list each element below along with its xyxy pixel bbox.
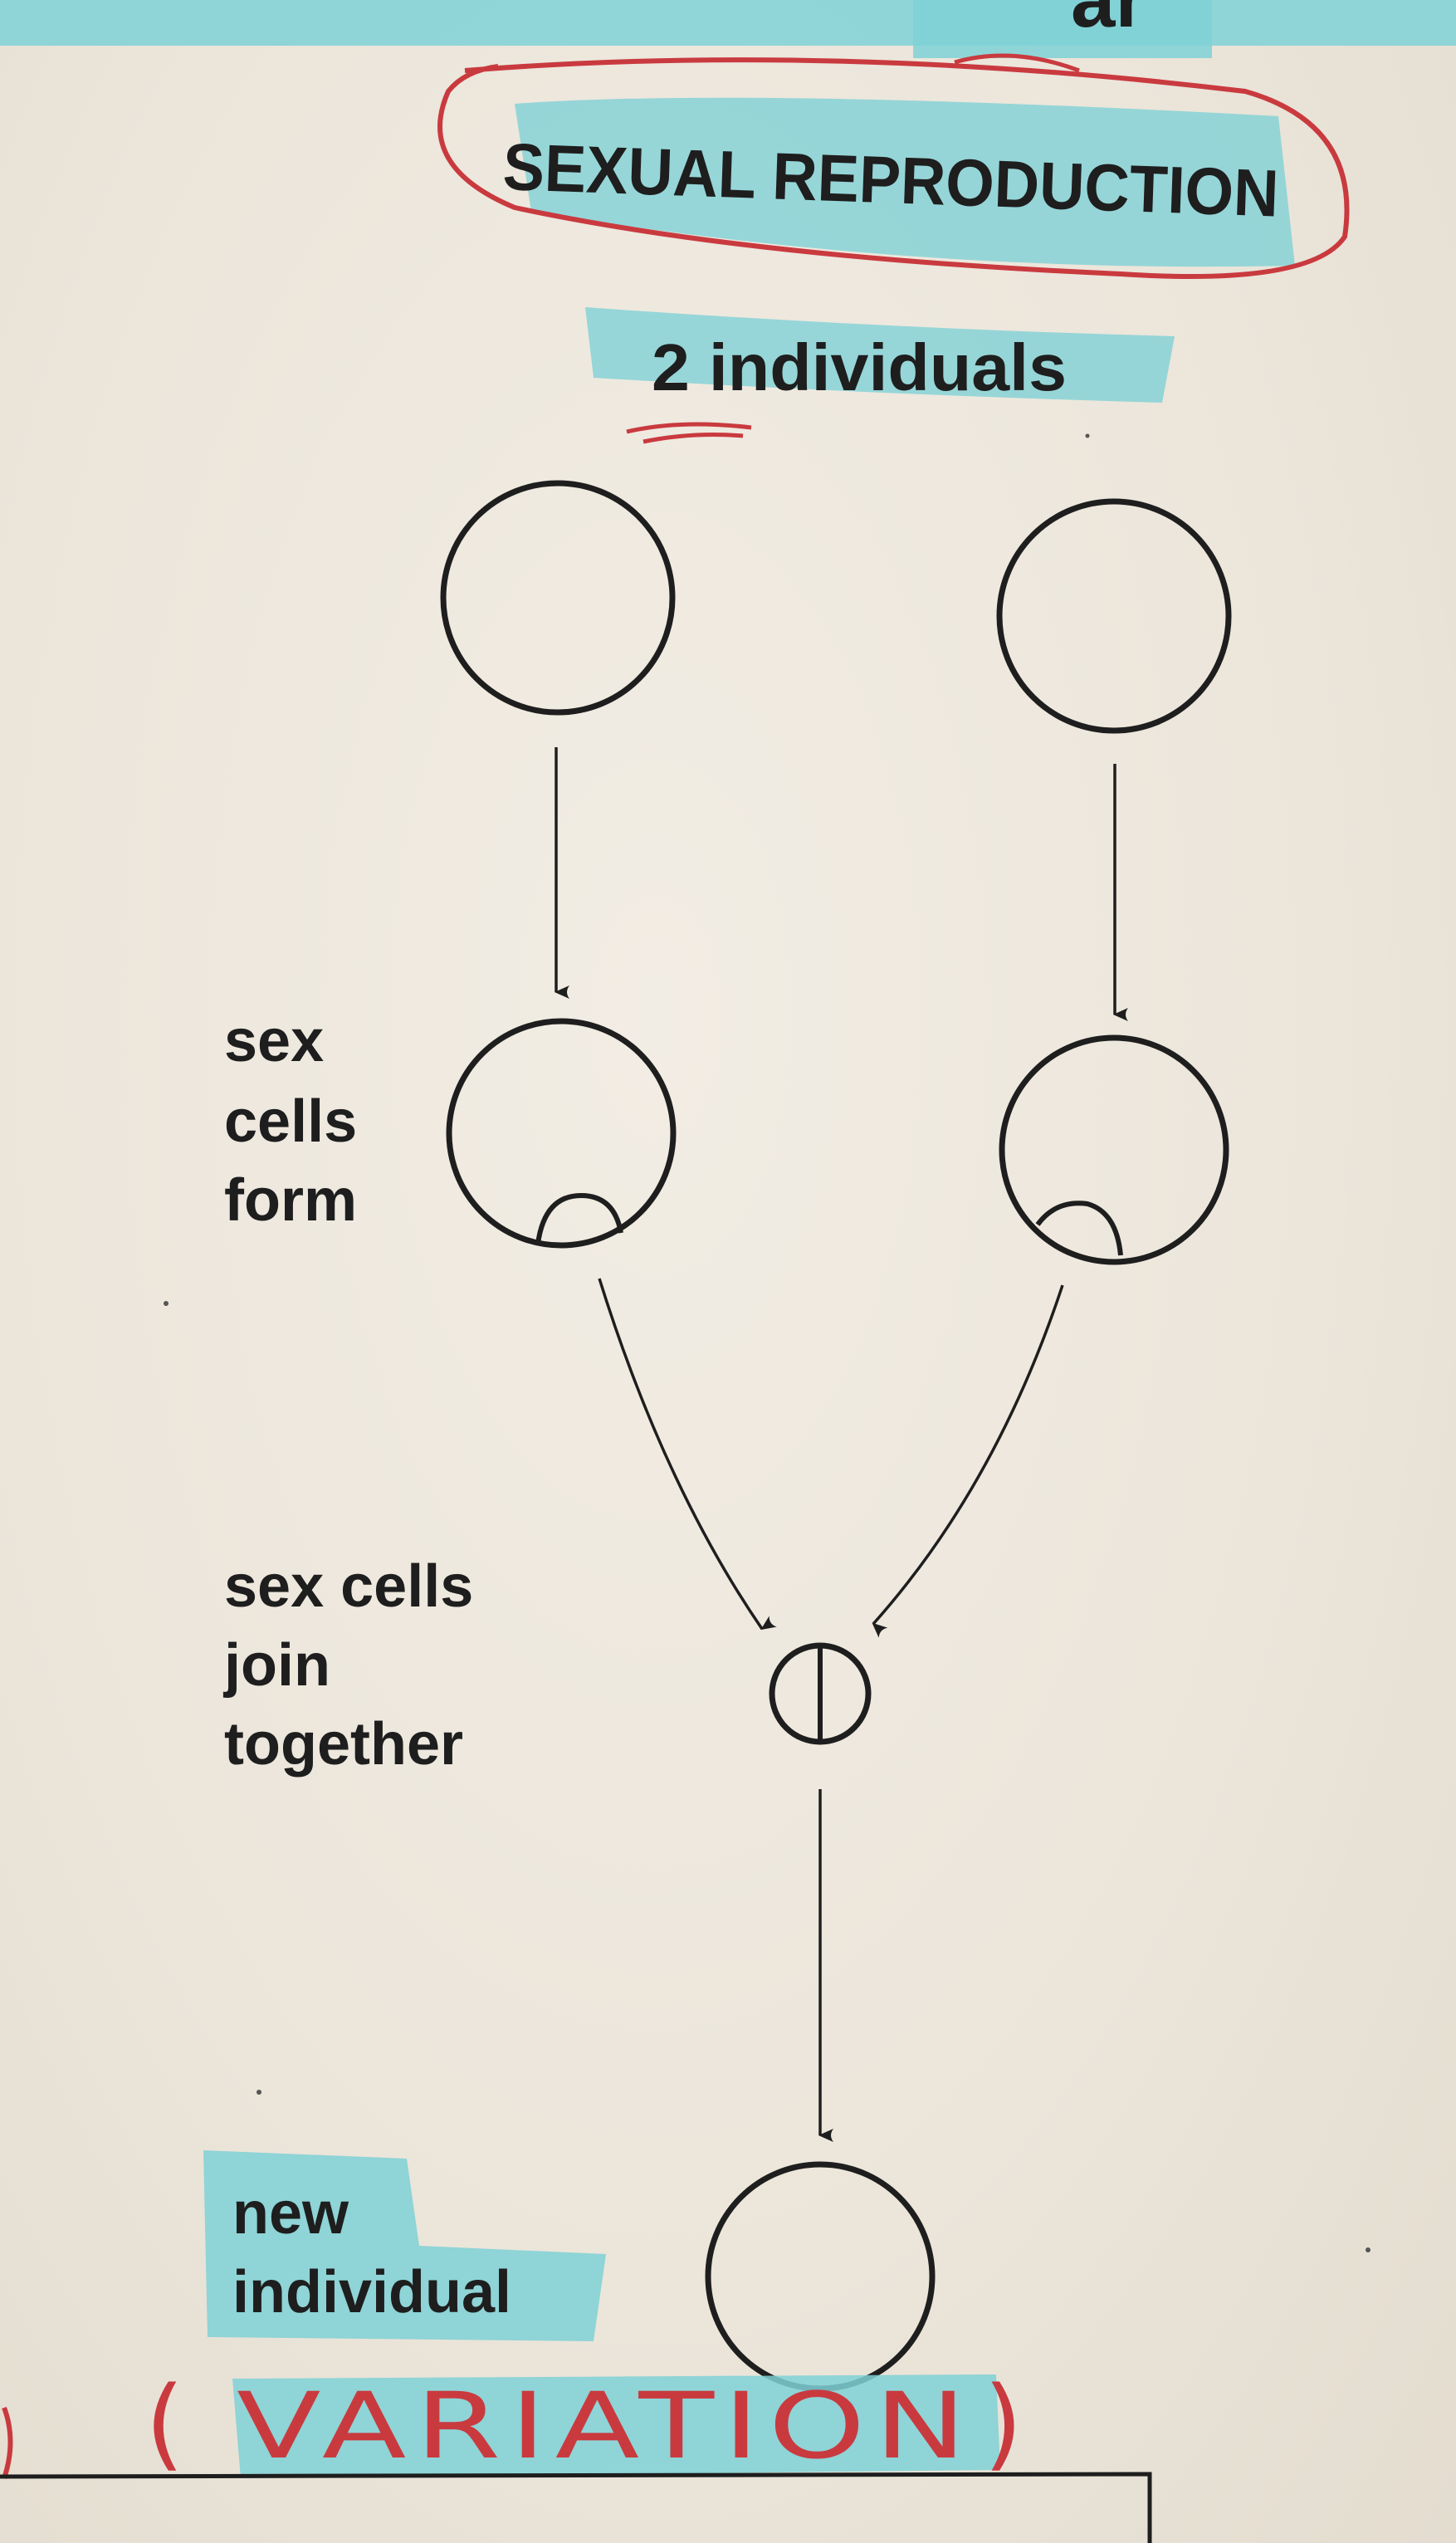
header-highlight [0, 0, 1456, 46]
label-sex-cells-join-line-3: together [224, 1711, 463, 1778]
header-fragment: ar [1071, 0, 1146, 44]
parent-individual-right [996, 498, 1232, 734]
new-individual-highlight [203, 2150, 606, 2341]
parent-individual-left [440, 480, 676, 716]
diagram-subtitle: 2 individuals [652, 330, 1067, 404]
paper-speck [1085, 433, 1090, 438]
header-highlight-right [913, 0, 1212, 58]
red-pen-stroke [954, 53, 1080, 73]
paper-speck [257, 2090, 261, 2095]
paper-speck [164, 1301, 169, 1306]
label-new-individual-line-2: individual [232, 2259, 511, 2325]
label-sex-cells-form-line-2: cells [224, 1088, 357, 1155]
red-pen-edge-mark [2, 2406, 13, 2479]
individual-forming-sex-cell-right [999, 1034, 1229, 1265]
individual-forming-sex-cell-left [446, 1018, 677, 1249]
red-underline [626, 422, 752, 444]
label-sex-cells-join-line-1: sex cells [224, 1553, 473, 1620]
annotation-variation: VARIATION [237, 2373, 975, 2479]
arrow-right-converge [872, 1284, 1064, 1638]
annotation-close-paren: ) [984, 2366, 1023, 2482]
label-sex-cells-form: sex cells form [224, 1008, 374, 1234]
paper-speck [1366, 2247, 1370, 2252]
label-sex-cells-join-line-2: join [222, 1632, 330, 1699]
label-new-individual: new individual [232, 2180, 511, 2325]
subtitle-highlight [585, 307, 1175, 403]
arrow-left-converge [598, 1278, 777, 1631]
bottom-box-border [0, 2472, 1152, 2543]
variation-highlight [232, 2374, 1000, 2478]
label-sex-cells-form-line-3: form [224, 1167, 357, 1234]
title-red-oval [437, 57, 1350, 279]
annotation-open-paren: ( [145, 2366, 184, 2482]
label-sex-cells-join: sex cells join together [222, 1553, 490, 1778]
label-new-individual-line-1: new [232, 2180, 349, 2247]
new-individual-circle [705, 2161, 936, 2392]
title-highlight [515, 97, 1295, 267]
sex-cell-right [1035, 1201, 1123, 1256]
sex-cell-left [535, 1192, 623, 1245]
label-sex-cells-form-line-1: sex [224, 1008, 324, 1074]
fertilised-cell [769, 1642, 872, 1745]
